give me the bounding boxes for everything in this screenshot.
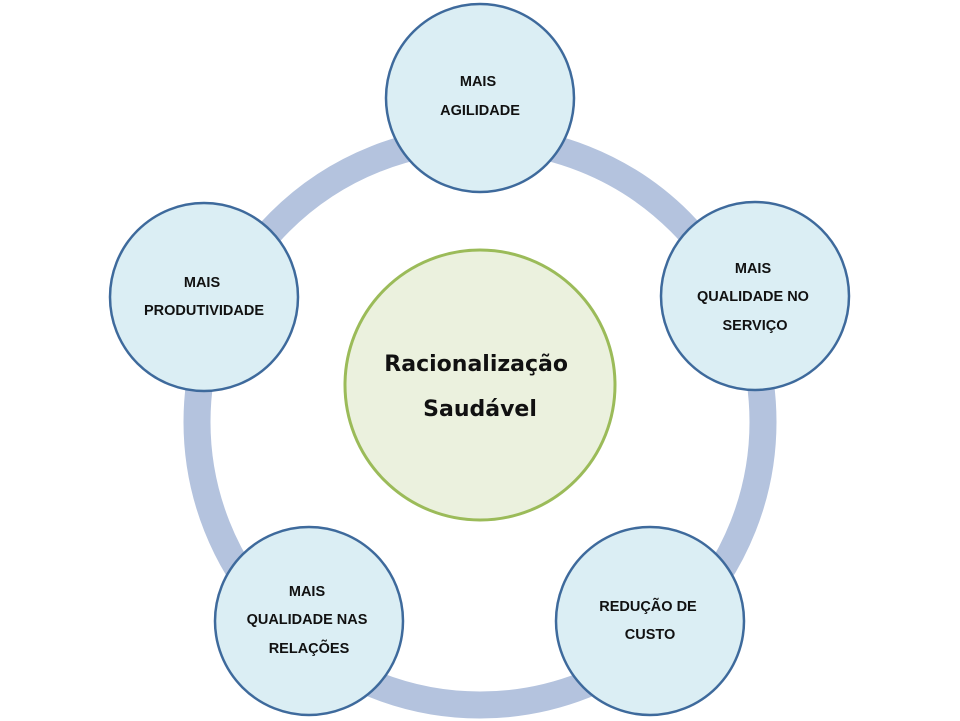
node-label: MAIS QUALIDADE NO SERVIÇO [697, 261, 813, 334]
node-label: MAIS AGILIDADE [440, 74, 520, 119]
node-label-line: MAIS [735, 261, 772, 277]
node-label-line: SERVIÇO [722, 318, 787, 334]
node-label: REDUÇÃO DE CUSTO [599, 597, 701, 643]
node-label-line: QUALIDADE NO [697, 289, 809, 305]
node-label: MAIS PRODUTIVIDADE [144, 275, 264, 319]
node-mais-qualidade-no-servico: MAIS QUALIDADE NO SERVIÇO [659, 200, 851, 392]
node-label-line: CUSTO [625, 627, 676, 643]
node-label: MAIS QUALIDADE NAS RELAÇÕES [247, 584, 372, 657]
center-title-line-2: Saudável [423, 397, 537, 422]
node-reducao-de-custo: REDUÇÃO DE CUSTO [554, 525, 746, 717]
center-title: Racionalização Saudável [384, 352, 575, 422]
node-label-line: RELAÇÕES [269, 639, 350, 657]
node-mais-qualidade-nas-relacoes: MAIS QUALIDADE NAS RELAÇÕES [213, 525, 405, 717]
node-label-line: MAIS [289, 584, 326, 600]
node-label-line: REDUÇÃO DE [599, 597, 697, 615]
node-circle [213, 525, 405, 717]
node-label-line: QUALIDADE NAS [247, 612, 368, 628]
center-circle [343, 248, 617, 522]
node-label-line: MAIS [460, 74, 497, 90]
center-title-line-1: Racionalização [384, 352, 568, 377]
node-circle [554, 525, 746, 717]
node-circle [384, 2, 576, 194]
node-circle [659, 200, 851, 392]
node-label-line: MAIS [184, 275, 221, 291]
node-label-line: PRODUTIVIDADE [144, 303, 264, 319]
node-circle [108, 201, 300, 393]
node-mais-agilidade: MAIS AGILIDADE [384, 2, 576, 194]
node-mais-produtividade: MAIS PRODUTIVIDADE [108, 201, 300, 393]
node-label-line: AGILIDADE [440, 103, 520, 119]
